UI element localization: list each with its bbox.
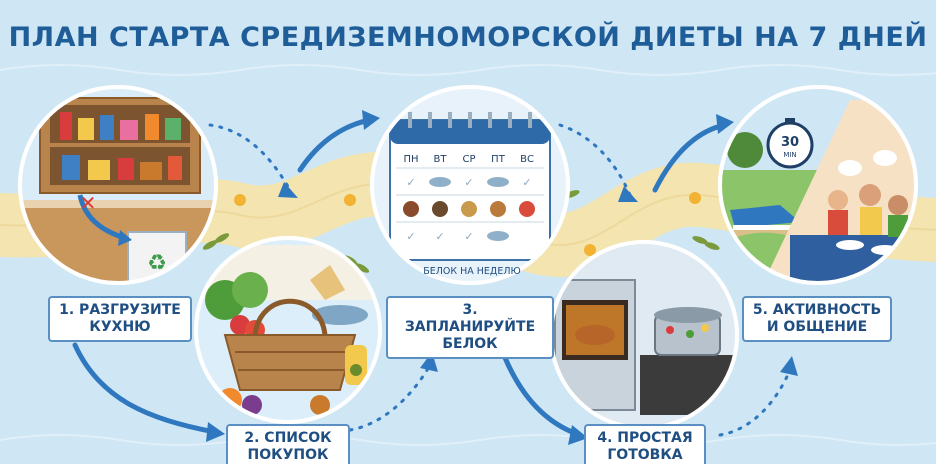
speech-bubble-icon xyxy=(838,160,862,176)
step-2-line2: ПОКУПОК xyxy=(247,447,329,463)
check-icon: ✓ xyxy=(406,176,415,189)
calendar-illustration: ПН ВТ СР ПТ ВС ✓ ✓ ✓ ✓ ✓ ✓ xyxy=(370,85,570,285)
recycle-icon: ♻ xyxy=(147,251,167,276)
check-icon: ✓ xyxy=(406,230,415,243)
timer-value: 30 xyxy=(781,135,799,150)
step-3-label: 3. ЗАПЛАНИРУЙТЕ БЕЛОК xyxy=(386,296,554,359)
fish-icon xyxy=(487,231,509,241)
step-3-line1: 3. ЗАПЛАНИРУЙТЕ xyxy=(404,302,536,335)
chickpeas-icon xyxy=(461,201,477,217)
check-icon: ✓ xyxy=(464,176,473,189)
calendar-day-mon: ПН xyxy=(403,154,418,165)
background-pattern xyxy=(0,64,936,446)
step-5-line1: 5. АКТИВНОСТЬ xyxy=(752,302,882,318)
step-1-line1: 1. РАЗГРУЗИТЕ xyxy=(59,302,181,318)
kitchen-illustration: ♻ ✕ xyxy=(18,85,218,285)
activity-illustration: 30 MIN xyxy=(718,85,918,285)
step-2-label: 2. СПИСОК ПОКУПОК xyxy=(226,424,350,464)
beans-icon xyxy=(490,201,506,217)
check-icon: ✓ xyxy=(522,176,531,189)
step-5-label: 5. АКТИВНОСТЬ И ОБЩЕНИЕ xyxy=(742,296,892,342)
calendar-day-sun: ВС xyxy=(520,154,534,165)
check-icon: ✓ xyxy=(435,230,444,243)
step-4-label: 4. ПРОСТАЯ ГОТОВКА xyxy=(584,424,706,464)
fish-icon xyxy=(429,177,451,187)
step-2-line1: 2. СПИСОК xyxy=(244,430,332,446)
check-icon: ✓ xyxy=(464,230,473,243)
lentils-icon xyxy=(432,201,448,217)
step-1-label: 1. РАЗГРУЗИТЕ КУХНЮ xyxy=(48,296,192,342)
step-4-line1: 4. ПРОСТАЯ xyxy=(597,430,693,446)
cross-icon: ✕ xyxy=(80,191,97,215)
salad-icon xyxy=(519,201,535,217)
timer-unit: MIN xyxy=(783,151,796,159)
speech-bubble-icon xyxy=(873,150,897,166)
calendar-caption: БЕЛОК НА НЕДЕЛЮ xyxy=(423,266,521,277)
calendar-day-tue: ВТ xyxy=(434,154,448,165)
beans-icon xyxy=(403,201,419,217)
calendar-day-fri: ПТ xyxy=(491,154,506,165)
sun-icon xyxy=(234,192,701,256)
step-5-line2: И ОБЩЕНИЕ xyxy=(766,319,868,335)
step-1-line2: КУХНЮ xyxy=(89,319,151,335)
shopping-basket-illustration xyxy=(194,236,382,424)
step-4-line2: ГОТОВКА xyxy=(607,447,683,463)
calendar-day-wed: СР xyxy=(462,154,475,165)
flow-arrows xyxy=(72,117,792,438)
fish-icon xyxy=(487,177,509,187)
step-3-line2: БЕЛОК xyxy=(442,336,498,352)
page-title: ПЛАН СТАРТА СРЕДИЗЕМНОМОРСКОЙ ДИЕТЫ НА 7… xyxy=(8,22,928,53)
